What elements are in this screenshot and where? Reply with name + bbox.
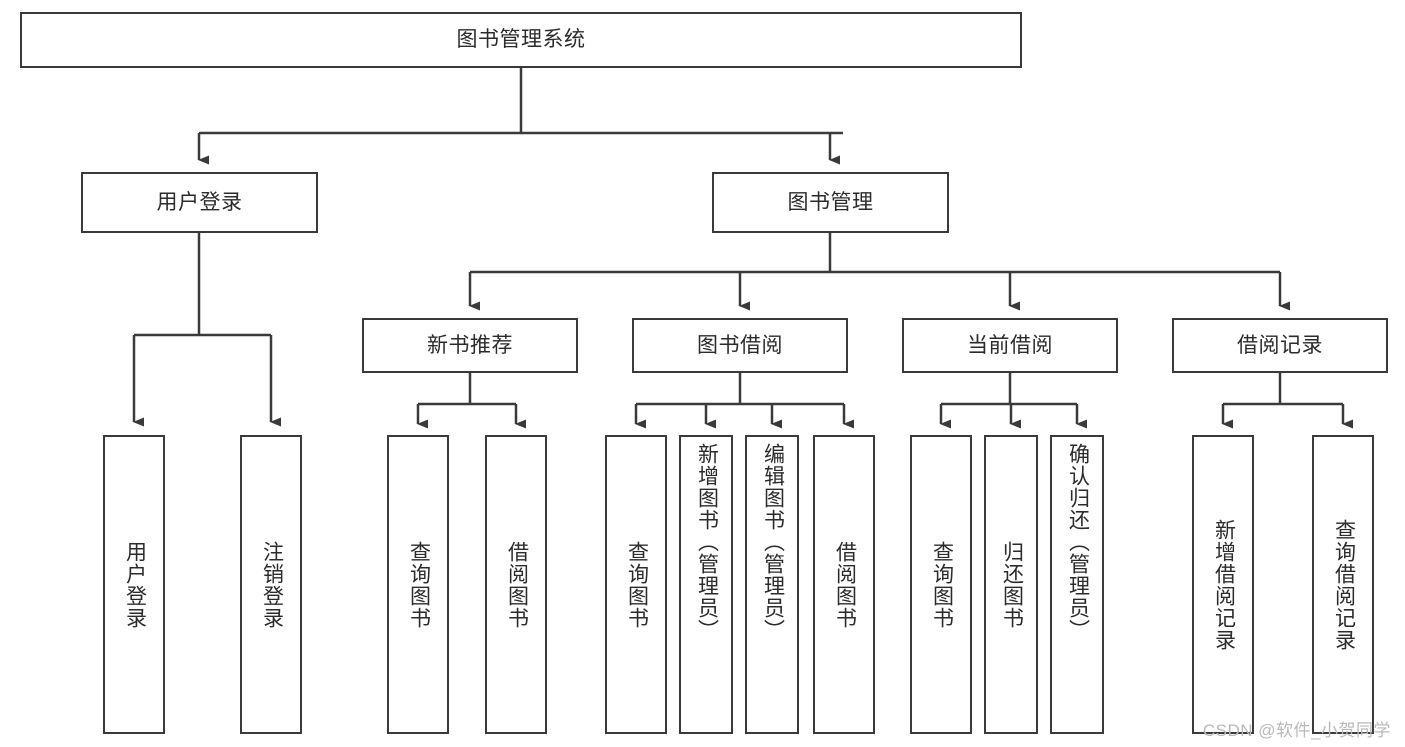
node-label: 注销登录: [260, 540, 284, 629]
leaf-node-user-login[interactable]: 用户登录: [103, 435, 165, 734]
node-label: 借阅记录: [1237, 333, 1323, 357]
edges-bookmanage-to-level3: [468, 233, 1290, 311]
node-label: 新增图书（管理员）: [695, 443, 719, 641]
edges-bookborrow-to-leaves: [634, 373, 854, 429]
leaf-node-query-record[interactable]: 查询借阅记录: [1312, 435, 1374, 734]
node-user-login[interactable]: 用户登录: [81, 172, 318, 233]
leaf-node-add-book[interactable]: 新增图书（管理员）: [679, 435, 733, 734]
leaf-node-return-book[interactable]: 归还图书: [984, 435, 1038, 734]
node-current-borrow[interactable]: 当前借阅: [902, 318, 1118, 373]
node-label: 查询图书: [930, 540, 954, 629]
node-label: 当前借阅: [967, 333, 1053, 357]
edges-newbook-to-leaves: [416, 373, 526, 429]
leaf-node-confirm-return[interactable]: 确认归还（管理员）: [1050, 435, 1104, 734]
edges-borrowrecord-to-leaves: [1221, 373, 1353, 429]
leaf-node-borrow-book-2[interactable]: 借阅图书: [813, 435, 875, 734]
node-label: 新书推荐: [427, 333, 513, 357]
node-root-system[interactable]: 图书管理系统: [20, 12, 1022, 68]
node-borrow-record[interactable]: 借阅记录: [1172, 318, 1388, 373]
node-label: 借阅图书: [505, 540, 529, 629]
node-label: 归还图书: [1000, 540, 1024, 629]
node-label: 新增借阅记录: [1212, 518, 1236, 651]
node-book-borrow[interactable]: 图书借阅: [632, 318, 848, 373]
leaf-node-add-record[interactable]: 新增借阅记录: [1192, 435, 1254, 734]
node-label: 用户登录: [123, 540, 147, 629]
node-label: 查询图书: [625, 540, 649, 629]
leaf-node-edit-book[interactable]: 编辑图书（管理员）: [745, 435, 799, 734]
node-label: 图书借阅: [697, 333, 783, 357]
node-label: 查询借阅记录: [1332, 518, 1356, 651]
edges-userlogin-to-leaves: [132, 233, 281, 427]
node-label: 编辑图书（管理员）: [761, 443, 785, 641]
leaf-node-borrow-book-1[interactable]: 借阅图书: [485, 435, 547, 734]
node-label: 图书管理: [787, 190, 874, 214]
edges-root-to-level2: [197, 68, 843, 165]
node-label: 图书管理系统: [456, 28, 586, 52]
leaf-node-logout[interactable]: 注销登录: [240, 435, 302, 734]
leaf-node-query-book-1[interactable]: 查询图书: [387, 435, 449, 734]
node-label: 确认归还（管理员）: [1066, 443, 1090, 641]
node-label: 借阅图书: [833, 540, 857, 629]
node-label: 查询图书: [407, 540, 431, 629]
node-label: 用户登录: [156, 190, 243, 214]
node-new-book-recommend[interactable]: 新书推荐: [362, 318, 578, 373]
node-book-manage[interactable]: 图书管理: [712, 172, 949, 233]
leaf-node-query-book-2[interactable]: 查询图书: [605, 435, 667, 734]
edges-currentborrow-to-leaves: [939, 373, 1087, 429]
leaf-node-query-book-3[interactable]: 查询图书: [910, 435, 972, 734]
